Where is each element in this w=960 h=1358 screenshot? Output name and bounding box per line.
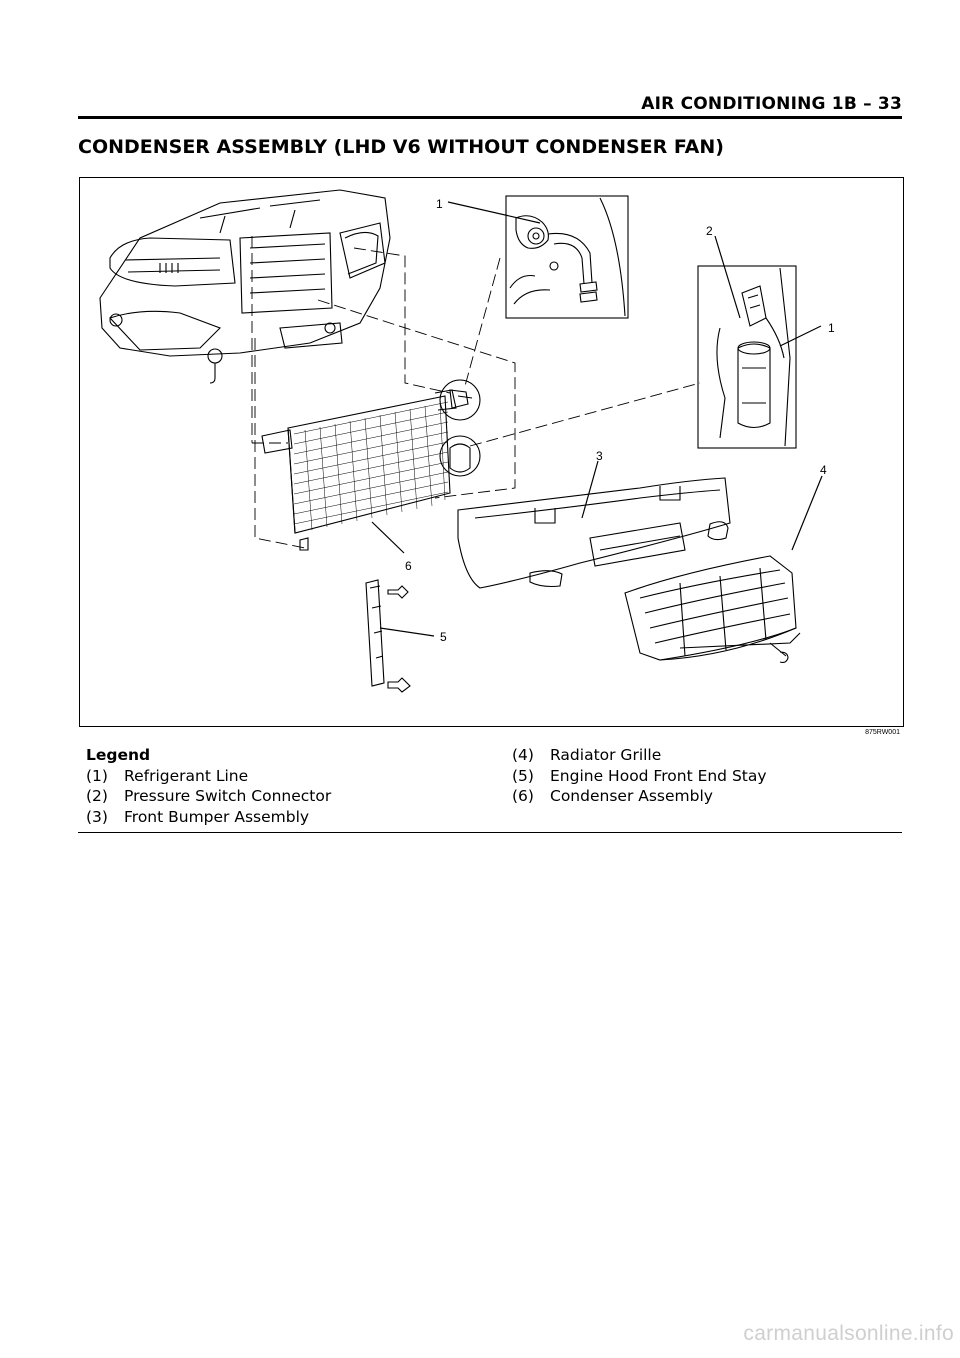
fitting-detail-circle-lower: [439, 435, 481, 477]
grille-screw: [769, 642, 789, 664]
front-bumper: [457, 477, 731, 589]
legend-item-number: (6): [512, 787, 534, 805]
legend-item: (5) Engine Hood Front End Stay: [512, 766, 767, 787]
callout-2: 2: [706, 224, 713, 238]
site-watermark[interactable]: carmanualsonline.info: [743, 1322, 954, 1345]
legend-item-label: Engine Hood Front End Stay: [550, 766, 767, 785]
pressure-switch-inset: [697, 265, 797, 449]
legend-column-left: Legend (1) Refrigerant Line (2) Pressure…: [86, 745, 331, 827]
legend-item-number: (5): [512, 766, 534, 785]
legend-item-number: (2): [86, 787, 108, 805]
callout-1-upper: 1: [436, 197, 443, 211]
hood-front-end-stay: [365, 579, 411, 693]
section-title: CONDENSER ASSEMBLY (LHD V6 WITHOUT CONDE…: [78, 136, 724, 158]
legend-item: (2) Pressure Switch Connector: [86, 786, 331, 807]
condenser-assembly: [261, 389, 457, 551]
callout-leaders: [371, 201, 823, 637]
callout-4: 4: [820, 463, 827, 477]
legend-item: (6) Condenser Assembly: [512, 786, 767, 807]
legend-item: (4) Radiator Grille: [512, 745, 767, 766]
legend-item-number: (1): [86, 766, 108, 785]
page-header-title: AIR CONDITIONING 1B – 33: [641, 94, 902, 114]
figure-code: 875RW001: [865, 729, 900, 736]
refrigerant-line-inset: [505, 195, 629, 319]
callout-1-right: 1: [828, 321, 835, 335]
radiator-grille: [624, 555, 801, 661]
legend-heading: Legend: [86, 746, 151, 764]
condenser-assembly-figure: 1 2 1 3 4 6 5: [79, 177, 904, 727]
footer-rule: [78, 832, 902, 833]
legend-item: (1) Refrigerant Line: [86, 766, 331, 787]
callout-3: 3: [596, 449, 603, 463]
callout-5: 5: [440, 630, 447, 644]
callout-6: 6: [405, 559, 412, 573]
legend-item: (3) Front Bumper Assembly: [86, 807, 331, 828]
vehicle-front-end: [99, 189, 391, 384]
legend-item-label: Front Bumper Assembly: [124, 807, 310, 826]
legend-column-right: (4) Radiator Grille (5) Engine Hood Fron…: [512, 745, 767, 807]
legend-item-label: Radiator Grille: [550, 746, 662, 764]
legend-item-number: (3): [86, 807, 108, 826]
fitting-detail-circle-upper: [439, 379, 481, 421]
legend-item-label: Condenser Assembly: [550, 787, 713, 805]
legend-item-number: (4): [512, 746, 534, 764]
legend-item-label: Pressure Switch Connector: [124, 787, 332, 805]
legend-item-label: Refrigerant Line: [124, 766, 249, 785]
exploded-view-drawing: 1 2 1 3 4 6 5: [99, 189, 835, 693]
header-rule: [78, 116, 902, 119]
page-header: AIR CONDITIONING 1B – 33: [0, 0, 960, 130]
